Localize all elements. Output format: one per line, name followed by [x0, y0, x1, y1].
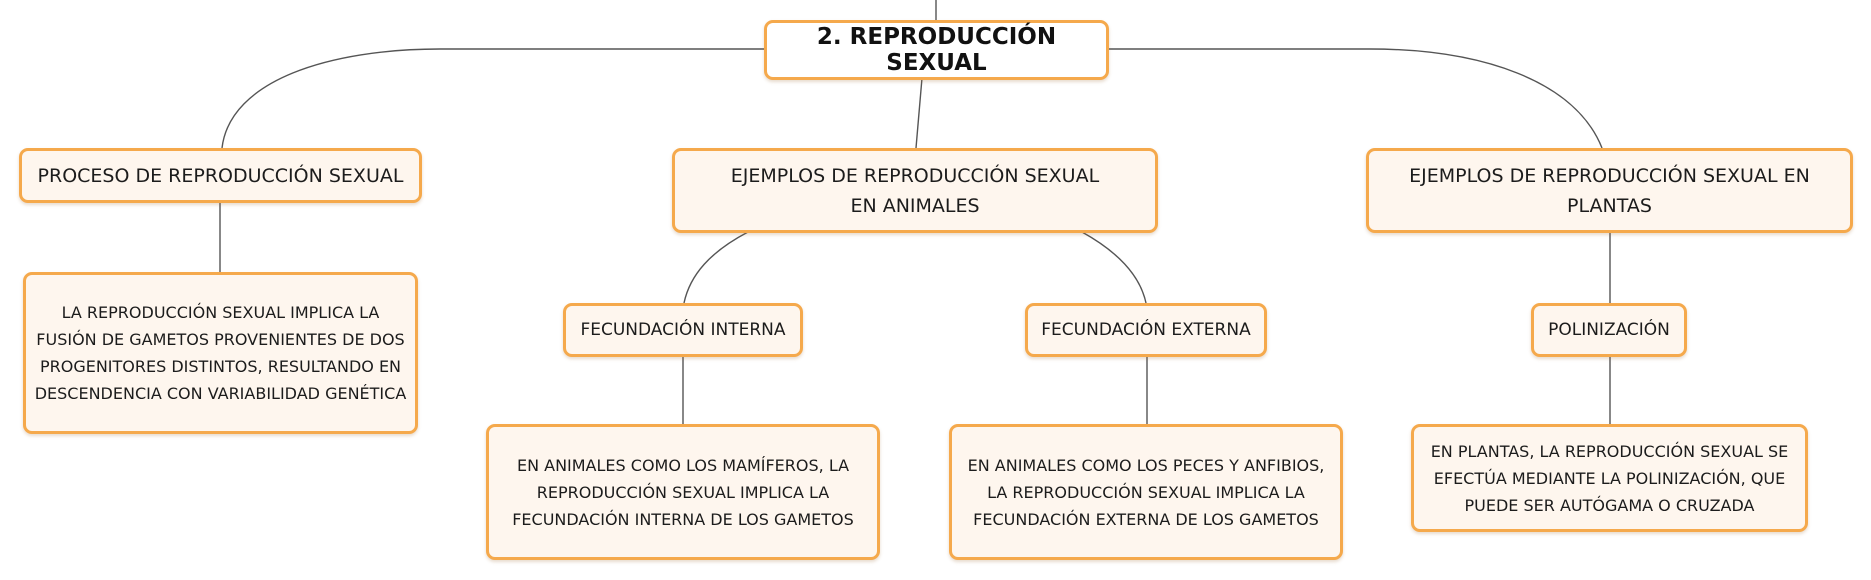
root-node-label: 2. REPRODUCCIÓN SEXUAL — [816, 24, 1057, 76]
fecundacion-interna-node[interactable]: FECUNDACIÓN INTERNA — [563, 303, 803, 357]
polinizacion-description-text: EN PLANTAS, LA REPRODUCCIÓN SEXUAL SE EF… — [1430, 441, 1789, 515]
connector-root-proceso — [221, 48, 765, 149]
connector-animales-interna — [683, 231, 749, 304]
plantas-node-label: EJEMPLOS DE REPRODUCCIÓN SEXUAL EN PLANT… — [1409, 164, 1810, 217]
polinizacion-description-node[interactable]: EN PLANTAS, LA REPRODUCCIÓN SEXUAL SE EF… — [1411, 424, 1808, 532]
root-node[interactable]: 2. REPRODUCCIÓN SEXUAL — [764, 20, 1109, 80]
fecundacion-externa-description-text: EN ANIMALES COMO LOS PECES Y ANFIBIOS, L… — [967, 455, 1325, 529]
proceso-description-text: LA REPRODUCCIÓN SEXUAL IMPLICA LA FUSIÓN… — [34, 303, 407, 403]
fecundacion-externa-node[interactable]: FECUNDACIÓN EXTERNA — [1025, 303, 1267, 357]
proceso-description-node[interactable]: LA REPRODUCCIÓN SEXUAL IMPLICA LA FUSIÓN… — [23, 272, 418, 434]
connector-root-animales — [915, 77, 923, 149]
fecundacion-interna-description-node[interactable]: EN ANIMALES COMO LOS MAMÍFEROS, LA REPRO… — [486, 424, 880, 560]
connector-root-plantas — [1108, 48, 1603, 149]
polinizacion-node[interactable]: POLINIZACIÓN — [1531, 303, 1687, 357]
plantas-node[interactable]: EJEMPLOS DE REPRODUCCIÓN SEXUAL EN PLANT… — [1366, 148, 1853, 233]
fecundacion-interna-label: FECUNDACIÓN INTERNA — [580, 320, 786, 340]
proceso-node-label: PROCESO DE REPRODUCCIÓN SEXUAL — [37, 164, 404, 187]
fecundacion-interna-description-text: EN ANIMALES COMO LOS MAMÍFEROS, LA REPRO… — [512, 455, 854, 529]
fecundacion-externa-label: FECUNDACIÓN EXTERNA — [1041, 320, 1251, 340]
animales-node[interactable]: EJEMPLOS DE REPRODUCCIÓN SEXUAL EN ANIMA… — [672, 148, 1158, 233]
animales-node-label: EJEMPLOS DE REPRODUCCIÓN SEXUAL EN ANIMA… — [730, 164, 1100, 217]
connector-animales-externa — [1081, 231, 1147, 304]
fecundacion-externa-description-node[interactable]: EN ANIMALES COMO LOS PECES Y ANFIBIOS, L… — [949, 424, 1343, 560]
proceso-node[interactable]: PROCESO DE REPRODUCCIÓN SEXUAL — [19, 148, 422, 203]
polinizacion-label: POLINIZACIÓN — [1548, 320, 1670, 340]
